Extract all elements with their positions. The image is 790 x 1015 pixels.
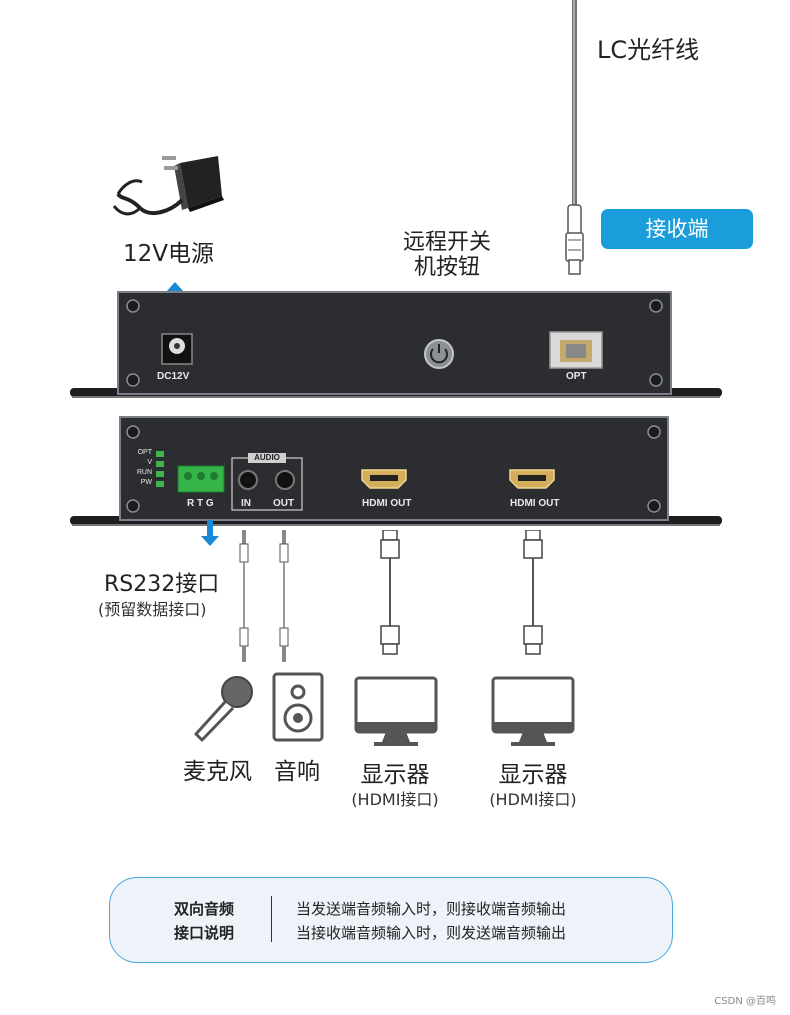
switch-label-line2: 机按钮 xyxy=(413,255,480,280)
watermark: CSDN @百鸣 xyxy=(714,996,776,1007)
receiver-badge: 接收端 xyxy=(601,209,753,249)
led-label-opt: OPT xyxy=(137,449,152,456)
speaker-icon xyxy=(272,672,324,742)
audio-in-label: IN xyxy=(241,498,251,509)
power-adapter-icon xyxy=(112,156,224,216)
opt-label: OPT xyxy=(566,371,587,382)
note-title-line1: 双向音频 xyxy=(174,900,235,918)
rtg-label: R T G xyxy=(187,498,214,509)
display2-sublabel: (HDMI接口) xyxy=(489,790,577,809)
rs232-label: RS232接口 xyxy=(104,572,220,597)
display1-sublabel: (HDMI接口) xyxy=(351,790,439,809)
audio-note-box: 双向音频 接口说明 当发送端音频输入时，则接收端音频输出 当接收端音频输入时，则… xyxy=(109,877,673,963)
switch-label: 远程开关 机按钮 xyxy=(392,230,502,280)
device-front-panel xyxy=(70,416,722,526)
speaker-label: 音响 xyxy=(274,759,320,785)
switch-label-line1: 远程开关 xyxy=(402,230,491,255)
led-label-run: RUN xyxy=(136,469,152,476)
note-line2: 当接收端音频输入时，则发送端音频输出 xyxy=(296,924,567,942)
arrow-down-icon xyxy=(201,520,219,546)
dc-label: DC12V xyxy=(157,371,190,382)
display2-label: 显示器 xyxy=(498,762,568,788)
audio-cable-out xyxy=(279,530,289,662)
audio-cable-in xyxy=(239,530,249,662)
device-back-panel xyxy=(70,291,722,398)
monitor-icon xyxy=(491,676,575,746)
hdmi-out-label-1: HDMI OUT xyxy=(362,498,412,509)
fiber-label: LC光纤线 xyxy=(597,36,700,64)
hdmi-cable-1 xyxy=(380,530,400,655)
hdmi-cable-2 xyxy=(523,530,543,655)
display1-label: 显示器 xyxy=(360,762,430,788)
led-label-pw: PW xyxy=(140,479,152,486)
audio-out-label: OUT xyxy=(273,498,295,509)
power-label: 12V电源 xyxy=(123,241,215,267)
microphone-icon xyxy=(194,676,253,742)
note-line1: 当发送端音频输入时，则接收端音频输出 xyxy=(296,900,567,918)
note-title-line2: 接口说明 xyxy=(174,924,235,942)
fiber-cable xyxy=(565,0,584,275)
rs232-sublabel: (预留数据接口) xyxy=(98,600,207,619)
mic-label: 麦克风 xyxy=(183,759,252,785)
note-divider xyxy=(271,896,272,942)
hdmi-out-label-2: HDMI OUT xyxy=(510,498,560,509)
monitor-icon xyxy=(354,676,438,746)
led-label-v: V xyxy=(147,459,152,466)
audio-title: AUDIO xyxy=(254,453,280,462)
